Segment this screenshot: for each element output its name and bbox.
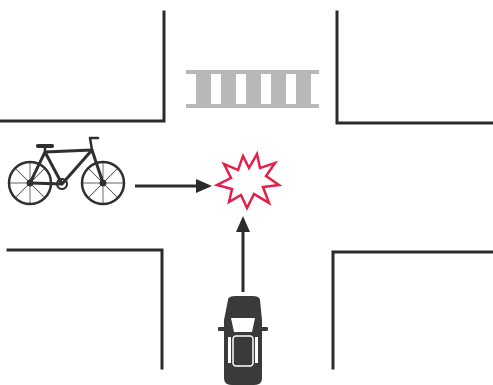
- arrow-head-up: [236, 216, 250, 232]
- collision-burst-icon: [213, 150, 283, 211]
- road-edge-bottom-right: [331, 250, 493, 370]
- car-roof: [232, 335, 254, 367]
- bicycle-frame: [28, 148, 105, 186]
- car-mirror-left: [218, 327, 225, 331]
- road-edges: [0, 10, 493, 370]
- arrow-car-to-collision: [236, 216, 250, 292]
- car-icon: [218, 296, 268, 385]
- arrow-bicycle-to-collision: [135, 179, 212, 193]
- crosswalk-rail-top: [186, 70, 319, 74]
- car-mirror-right: [261, 327, 268, 331]
- crosswalk: [186, 70, 319, 108]
- crosswalk-stripe: [296, 74, 311, 104]
- road-edge-top-left: [0, 10, 166, 123]
- crosswalk-stripe: [246, 74, 261, 104]
- crosswalk-stripe: [271, 74, 286, 104]
- crosswalk-rail-bottom: [186, 104, 319, 108]
- road-edge-top-right: [335, 10, 493, 125]
- car-windshield: [231, 318, 255, 332]
- crosswalk-stripe: [196, 74, 211, 104]
- bicycle-handlebar: [88, 136, 100, 152]
- bicycle-icon: [7, 136, 126, 206]
- crosswalk-stripe: [221, 74, 236, 104]
- arrow-head-right: [196, 179, 212, 193]
- car-side-window-right: [255, 337, 258, 363]
- bicycle-crank: [56, 178, 68, 190]
- road-edge-bottom-left: [6, 248, 164, 370]
- car-side-window-left: [228, 337, 231, 363]
